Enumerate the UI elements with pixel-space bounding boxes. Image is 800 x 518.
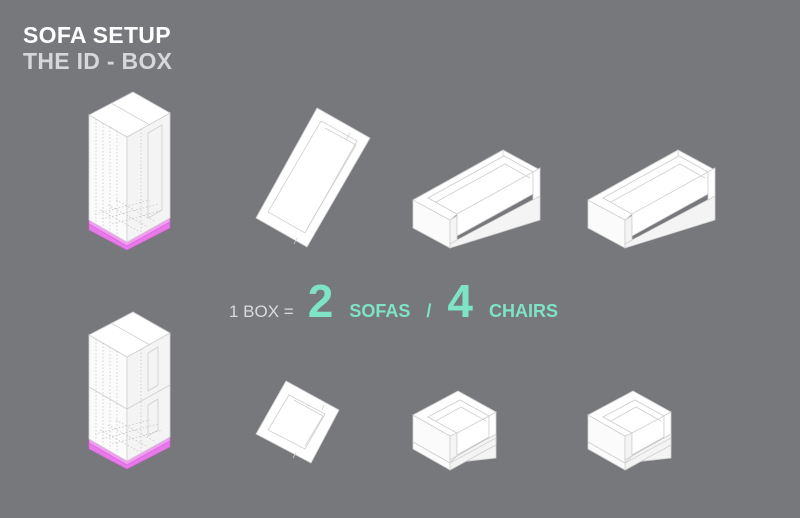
- sofa-illustration: [412, 149, 541, 249]
- chair-count: 4: [447, 275, 473, 327]
- chair-illustration: [587, 390, 672, 471]
- equation-lead: 1 BOX =: [229, 302, 294, 321]
- capacity-equation: 1 BOX = 2 SOFAS / 4 CHAIRS: [229, 278, 574, 324]
- sofa-count: 2: [307, 275, 334, 327]
- flat-chair-panel-illustration: [255, 380, 340, 464]
- id-box-tall-illustration: [88, 91, 171, 251]
- chair-illustration: [412, 390, 497, 471]
- page-title: SOFA SETUP: [23, 22, 171, 48]
- equation-separator: /: [426, 301, 432, 321]
- sofa-label: SOFAS: [349, 301, 411, 321]
- id-box-stacked-illustration: [88, 311, 171, 470]
- page-subtitle: THE ID - BOX: [23, 48, 173, 74]
- flat-sofa-panel-illustration: [255, 107, 371, 248]
- header: SOFA SETUP THE ID - BOX: [23, 22, 172, 74]
- chair-label: CHAIRS: [488, 301, 558, 321]
- sofa-illustration: [587, 149, 716, 249]
